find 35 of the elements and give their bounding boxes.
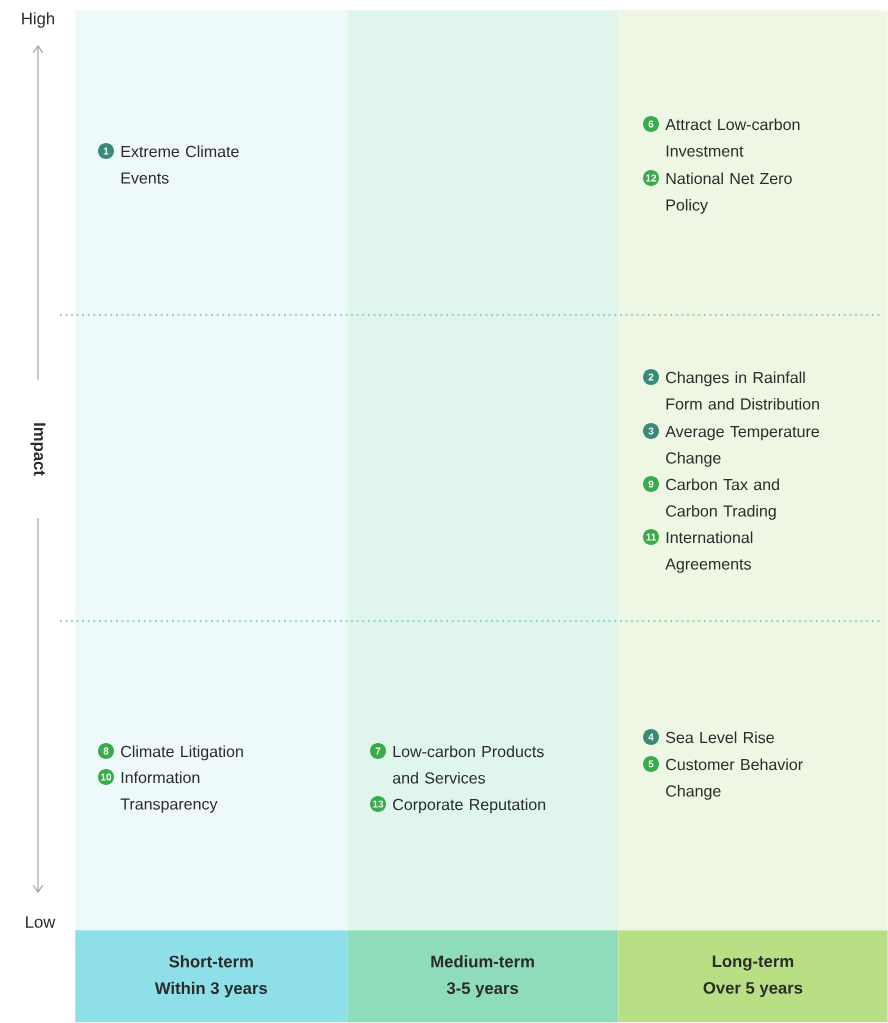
number-badge: 3 (643, 423, 659, 439)
number-badge: 11 (643, 529, 659, 545)
item-label: Carbon Tax and Carbon Trading (666, 478, 779, 520)
item-label: Average Temperature Change (665, 426, 819, 467)
item-label: Corporate Reputation (393, 798, 546, 814)
number-badge: 13 (370, 796, 386, 812)
item-label: Sea Level Rise (666, 731, 774, 744)
item-label: Extreme Climate Events (121, 145, 239, 184)
item-label: Information Transparency (120, 771, 218, 813)
number-badge: 1 (98, 143, 114, 159)
header-box: Medium-term 3-5 years (347, 930, 618, 1023)
item-label: Low-carbon Products and Services (392, 745, 544, 784)
number-badge: 8 (98, 743, 114, 759)
number-badge: 4 (643, 729, 659, 745)
axis-title: Impact (30, 423, 46, 476)
axis-label: High (22, 12, 55, 28)
column-band (75, 10, 348, 931)
item-label: Attract Low-carbon Investment (665, 118, 800, 157)
number-badge: 7 (370, 743, 386, 759)
axis-label: Low (26, 916, 56, 928)
item-label: International Agreements (665, 531, 753, 573)
column-band (618, 10, 888, 931)
item-label: Changes in Rainfall Form and Distribution (666, 371, 819, 410)
number-badge: 5 (643, 756, 659, 772)
item-label: Customer Behavior Change (666, 758, 803, 800)
column-band (347, 10, 618, 931)
number-badge: 10 (98, 769, 114, 785)
number-badge: 2 (643, 369, 659, 385)
number-badge: 6 (643, 116, 659, 132)
number-badge: 9 (643, 476, 659, 492)
header-box: Short-term Within 3 years (75, 930, 348, 1023)
header-box: Long-term Over 5 years (618, 930, 888, 1023)
item-label: National Net Zero Policy (666, 172, 792, 214)
number-badge: 12 (643, 170, 659, 186)
item-label: Climate Litigation (121, 745, 243, 761)
